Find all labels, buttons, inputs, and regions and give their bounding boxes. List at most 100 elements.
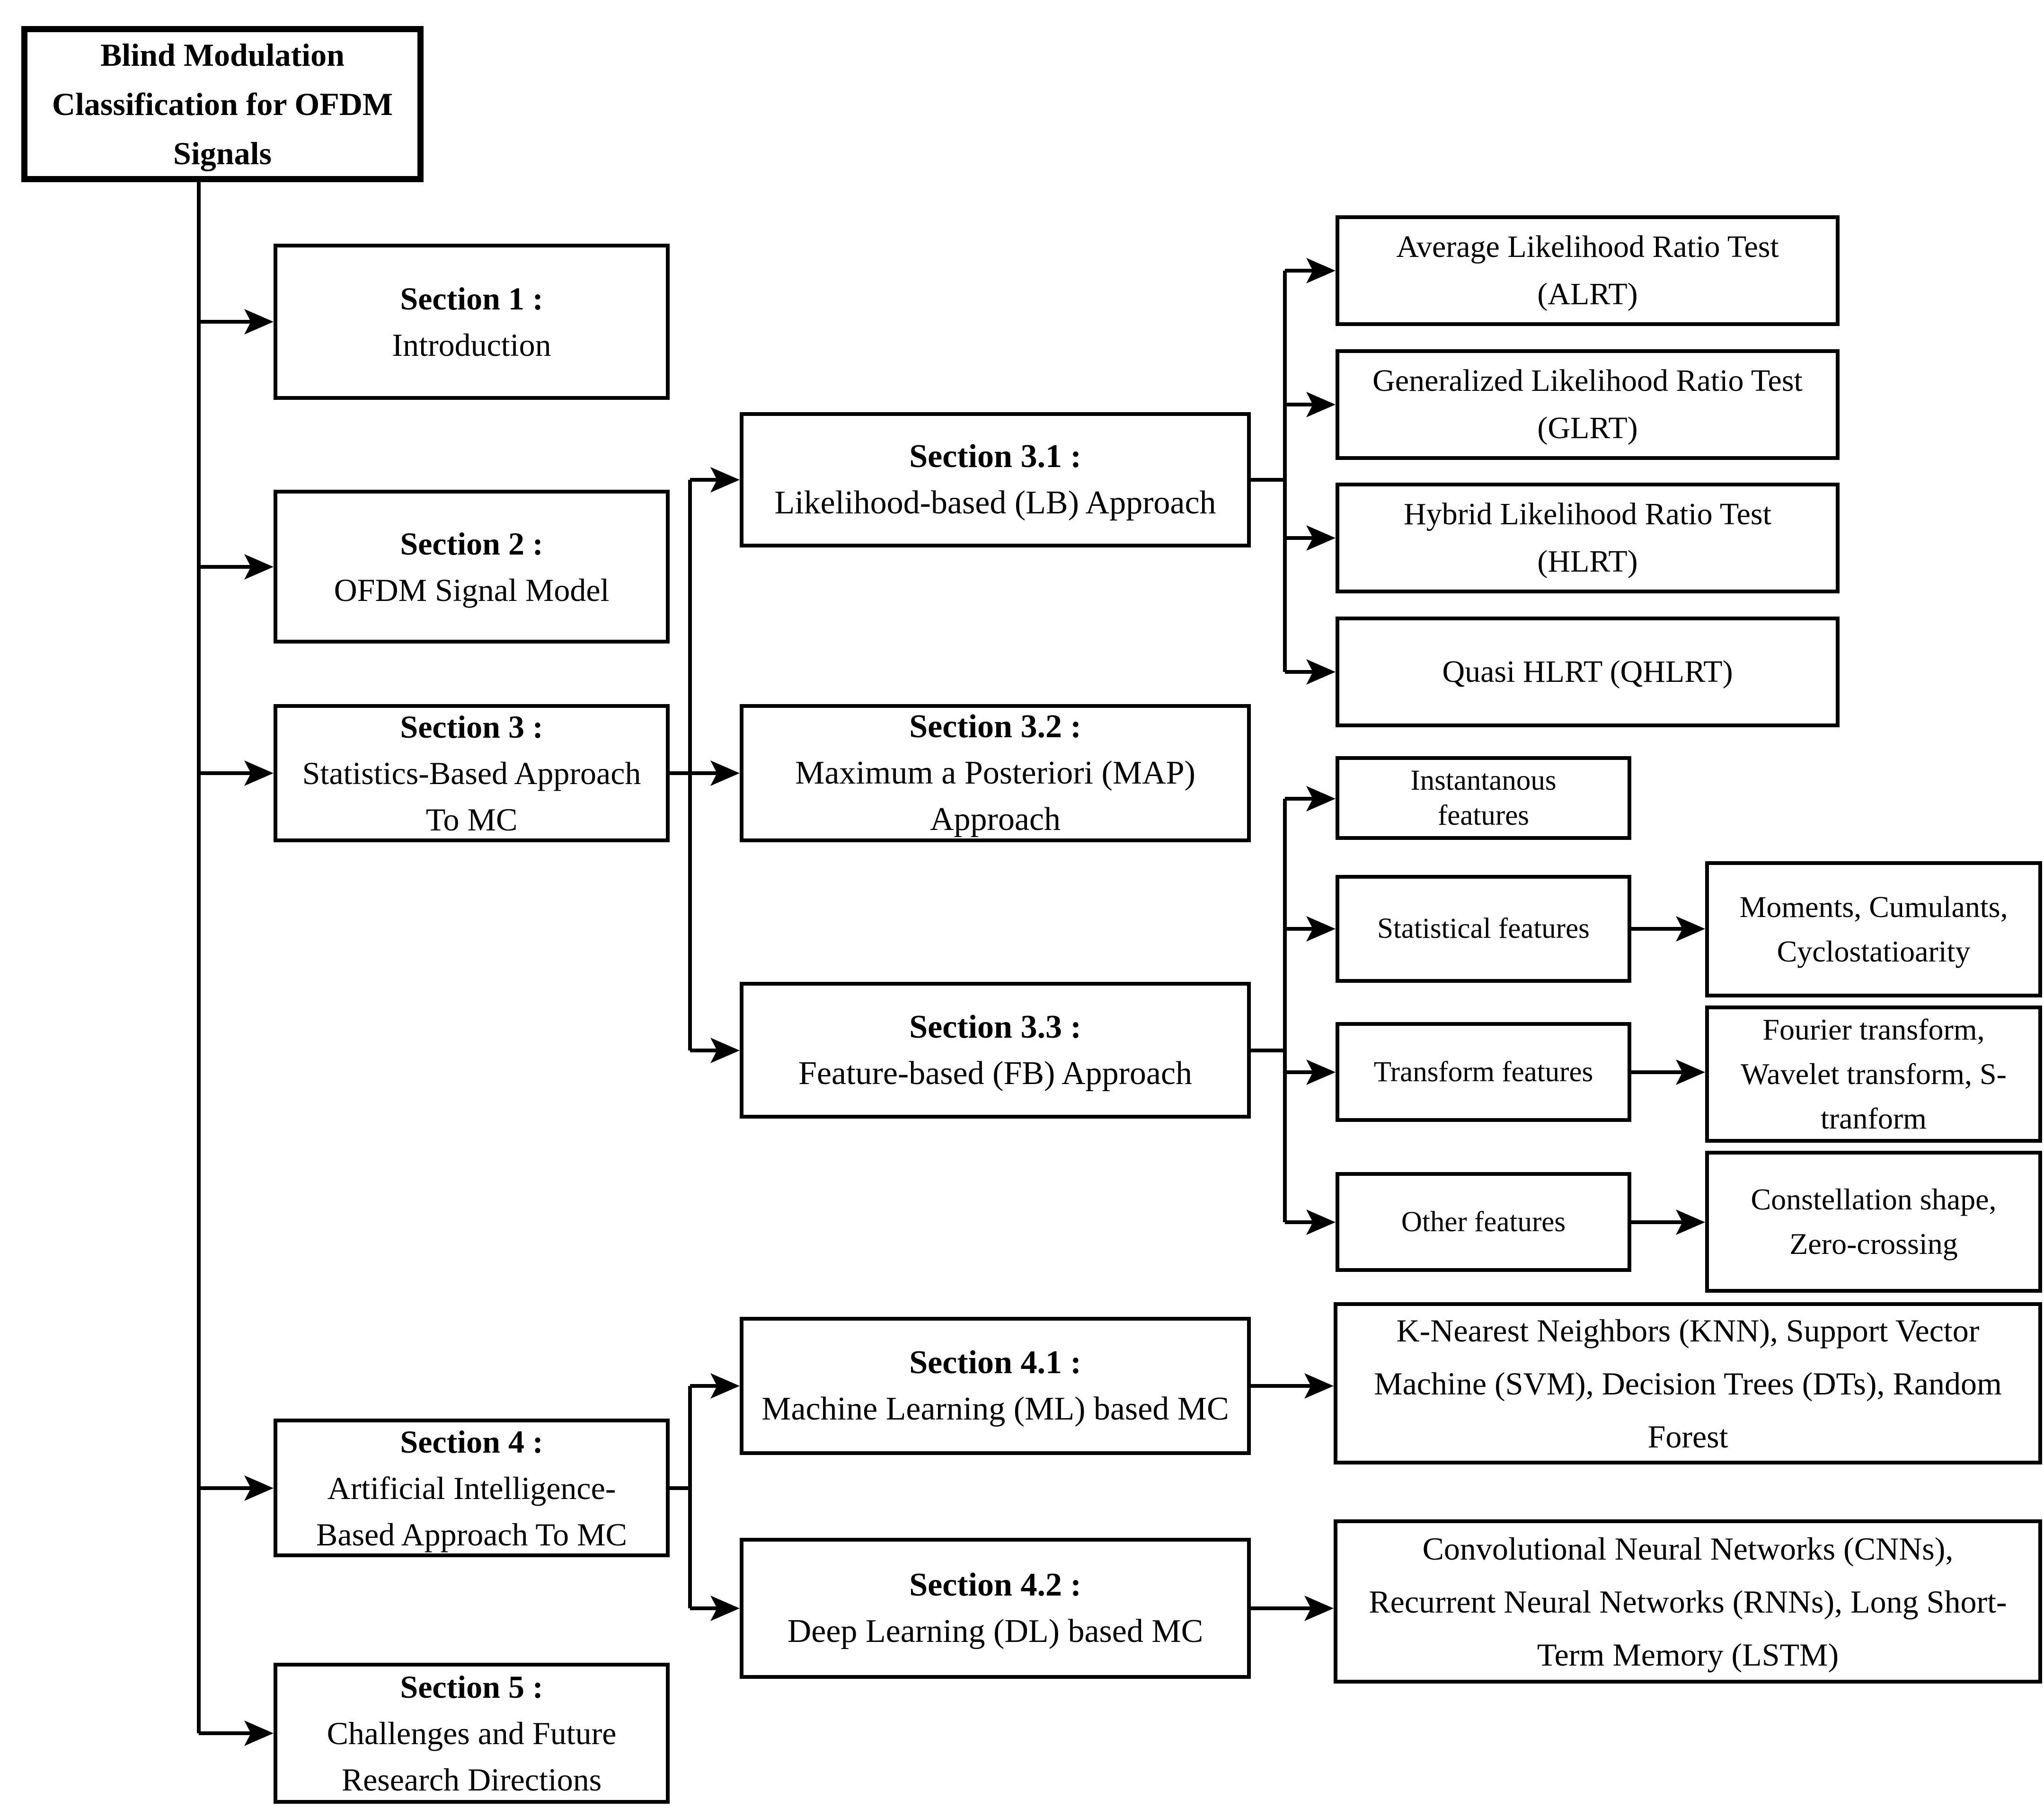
title-text: Blind Modulation (100, 37, 345, 73)
node-statistical-features: Statistical features (1336, 875, 1631, 983)
node-constellation-zero-crossing: Constellation shape, Zero-crossing (1705, 1151, 2042, 1293)
transform-features-text: Transform features (1373, 1056, 1593, 1088)
arrowhead-to-section32 (710, 760, 740, 786)
node-instantanous-features: Instantanous features (1336, 756, 1631, 840)
arrowhead-to-section33 (710, 1038, 740, 1063)
section-2-heading: Section 2 : (400, 525, 543, 562)
section-3-2-text: Approach (929, 801, 1061, 838)
arrowhead-to-glrt (1306, 392, 1336, 417)
section-1-heading: Section 1 : (400, 281, 543, 317)
edge-feature-details (1631, 927, 1684, 1224)
section-3-text: Statistics-Based Approach (302, 755, 641, 791)
node-section-4: Section 4 : Artificial Intelligence- Bas… (274, 1419, 670, 1557)
glrt-text: Generalized Likelihood Ratio Test (1372, 363, 1803, 398)
node-section-2: Section 2 : OFDM Signal Model (274, 490, 670, 644)
node-transform-features: Transform features (1336, 1022, 1631, 1122)
node-ml-algorithms: K-Nearest Neighbors (KNN), Support Vecto… (1334, 1302, 2042, 1464)
dl-algorithms-text: Term Memory (LSTM) (1537, 1636, 1839, 1673)
alrt-text: (ALRT) (1537, 277, 1638, 311)
other-features-text: Other features (1401, 1206, 1566, 1238)
section-3-2-heading: Section 3.2 : (909, 708, 1081, 745)
section-4-2-heading: Section 4.2 : (909, 1567, 1081, 1603)
section-5-heading: Section 5 : (400, 1669, 543, 1705)
fourier-wavelet-text: Wavelet transform, S- (1741, 1057, 2007, 1091)
moments-cumulants-text: Moments, Cumulants, (1739, 890, 2008, 924)
section-4-1-text: Machine Learning (ML) based MC (761, 1391, 1229, 1427)
section-3-text: To MC (425, 802, 518, 838)
node-title: Blind Modulation Classification for OFDM… (21, 26, 424, 182)
node-section-3-1: Section 3.1 : Likelihood-based (LB) Appr… (740, 412, 1251, 547)
section-5-text: Challenges and Future (327, 1715, 617, 1751)
dl-algorithms-text: Convolutional Neural Networks (CNNs), (1422, 1530, 1954, 1567)
title-text: Signals (173, 135, 272, 171)
node-fourier-wavelet: Fourier transform, Wavelet transform, S-… (1705, 1006, 2042, 1143)
edge-section4-branch (670, 1384, 719, 1610)
node-section-3-3: Section 3.3 : Feature-based (FB) Approac… (740, 982, 1251, 1119)
ml-algorithms-text: K-Nearest Neighbors (KNN), Support Vecto… (1396, 1312, 1980, 1349)
instantanous-features-text: Instantanous (1410, 764, 1557, 796)
section-1-text: Introduction (392, 327, 551, 363)
hlrt-text: Hybrid Likelihood Ratio Test (1404, 497, 1771, 531)
node-section-1: Section 1 : Introduction (274, 244, 670, 400)
section-4-1-heading: Section 4.1 : (909, 1344, 1081, 1381)
arrowhead-to-hlrt (1306, 525, 1336, 551)
node-section-4-2: Section 4.2 : Deep Learning (DL) based M… (740, 1538, 1251, 1679)
edge-arrowheads (244, 258, 1705, 1746)
edge-section31-branch (1251, 269, 1315, 674)
node-section-3-2: Section 3.2 : Maximum a Posteriori (MAP)… (740, 704, 1251, 842)
hlrt-text: (HLRT) (1537, 544, 1638, 579)
arrowhead-to-cnn (1304, 1596, 1334, 1621)
glrt-text: (GLRT) (1537, 411, 1638, 445)
section-3-1-text: Likelihood-based (LB) Approach (774, 485, 1216, 521)
section-3-1-heading: Section 3.1 : (909, 438, 1081, 475)
arrowhead-to-statistical (1306, 916, 1336, 942)
section-3-3-heading: Section 3.3 : (909, 1008, 1081, 1045)
moments-cumulants-text: Cyclostatioarity (1777, 935, 1971, 968)
node-glrt: Generalized Likelihood Ratio Test (GLRT) (1336, 349, 1840, 460)
section-4-text: Based Approach To MC (316, 1516, 627, 1552)
qhlrt-text: Quasi HLRT (QHLRT) (1442, 654, 1733, 689)
statistical-features-text: Statistical features (1377, 913, 1590, 944)
edge-section3-branch (670, 478, 719, 1052)
node-other-features: Other features (1336, 1172, 1631, 1272)
arrowhead-to-section4 (244, 1475, 274, 1501)
node-alrt: Average Likelihood Ratio Test (ALRT) (1336, 215, 1840, 326)
edge-section41-42-details (1251, 1384, 1313, 1610)
arrowhead-to-qhlrt (1306, 659, 1336, 685)
arrowhead-to-section1 (244, 309, 274, 335)
arrowhead-to-transform (1306, 1059, 1336, 1085)
section-5-text: Research Directions (341, 1762, 602, 1798)
arrowhead-to-fourier (1676, 1059, 1705, 1085)
edge-section33-branch (1251, 797, 1315, 1224)
node-qhlrt: Quasi HLRT (QHLRT) (1336, 617, 1840, 727)
node-dl-algorithms: Convolutional Neural Networks (CNNs), Re… (1334, 1519, 2042, 1684)
node-section-4-1: Section 4.1 : Machine Learning (ML) base… (740, 1317, 1251, 1455)
arrowhead-to-instantanous (1306, 786, 1336, 811)
arrowhead-to-section41 (710, 1373, 740, 1399)
alrt-text: Average Likelihood Ratio Test (1396, 229, 1779, 264)
section-2-text: OFDM Signal Model (334, 572, 610, 608)
ml-algorithms-text: Machine (SVM), Decision Trees (DTs), Ran… (1374, 1365, 2002, 1402)
title-text: Classification for OFDM (52, 86, 393, 122)
arrowhead-to-knn (1304, 1373, 1334, 1399)
edge-trunk-main (197, 182, 253, 1735)
instantanous-features-text: features (1437, 799, 1530, 831)
constellation-text: Constellation shape, (1751, 1182, 1997, 1216)
fourier-wavelet-text: tranform (1821, 1102, 1927, 1135)
arrowhead-to-section5 (244, 1720, 274, 1746)
arrowhead-to-section3 (244, 760, 274, 786)
edge-shafts (197, 182, 1684, 1735)
arrowhead-to-moments (1676, 916, 1705, 942)
section-4-text: Artificial Intelligence- (327, 1470, 616, 1506)
node-section-5: Section 5 : Challenges and Future Resear… (274, 1663, 670, 1804)
fourier-wavelet-text: Fourier transform, (1762, 1013, 1985, 1046)
section-4-2-text: Deep Learning (DL) based MC (787, 1613, 1203, 1649)
arrowhead-to-other (1306, 1209, 1336, 1235)
node-hlrt: Hybrid Likelihood Ratio Test (HLRT) (1336, 483, 1840, 593)
section-4-heading: Section 4 : (400, 1423, 543, 1460)
section-3-2-text: Maximum a Posteriori (MAP) (795, 755, 1195, 791)
node-section-3: Section 3 : Statistics-Based Approach To… (274, 704, 670, 842)
section-3-heading: Section 3 : (400, 709, 543, 745)
constellation-text: Zero-crossing (1789, 1227, 1958, 1261)
